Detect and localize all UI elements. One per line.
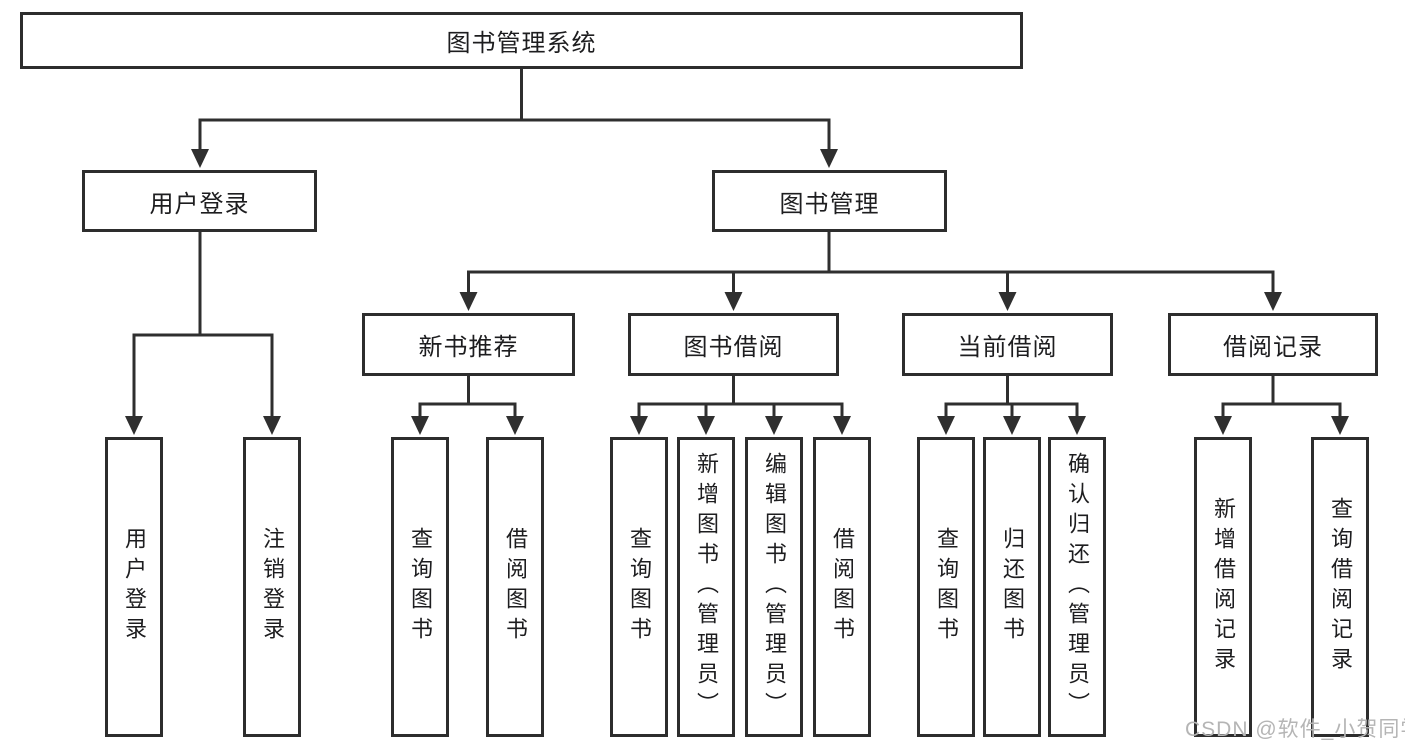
node-leaf-return-book: 归还图书 <box>983 437 1041 737</box>
node-library-management-system: 图书管理系统 <box>20 12 1023 69</box>
node-leaf-edit-book-admin: 编辑图书（管理员） <box>745 437 803 737</box>
node-book-borrow: 图书借阅 <box>628 313 839 376</box>
node-current-borrow: 当前借阅 <box>902 313 1113 376</box>
node-leaf-query-book-1: 查询图书 <box>391 437 449 737</box>
node-new-book-recommend: 新书推荐 <box>362 313 575 376</box>
node-leaf-query-borrow-record: 查询借阅记录 <box>1311 437 1369 737</box>
node-leaf-user-login: 用户登录 <box>105 437 163 737</box>
node-leaf-add-book-admin: 新增图书（管理员） <box>677 437 735 737</box>
node-leaf-borrow-book-1: 借阅图书 <box>486 437 544 737</box>
node-leaf-confirm-return-admin: 确认归还（管理员） <box>1048 437 1106 737</box>
node-leaf-borrow-book-2: 借阅图书 <box>813 437 871 737</box>
node-user-login: 用户登录 <box>82 170 317 232</box>
csdn-watermark: CSDN @软件_小贺同学 <box>1185 718 1405 741</box>
node-borrow-record: 借阅记录 <box>1168 313 1378 376</box>
node-leaf-logout: 注销登录 <box>243 437 301 737</box>
node-book-management: 图书管理 <box>712 170 947 232</box>
node-leaf-query-book-3: 查询图书 <box>917 437 975 737</box>
node-leaf-add-borrow-record: 新增借阅记录 <box>1194 437 1252 737</box>
node-leaf-query-book-2: 查询图书 <box>610 437 668 737</box>
